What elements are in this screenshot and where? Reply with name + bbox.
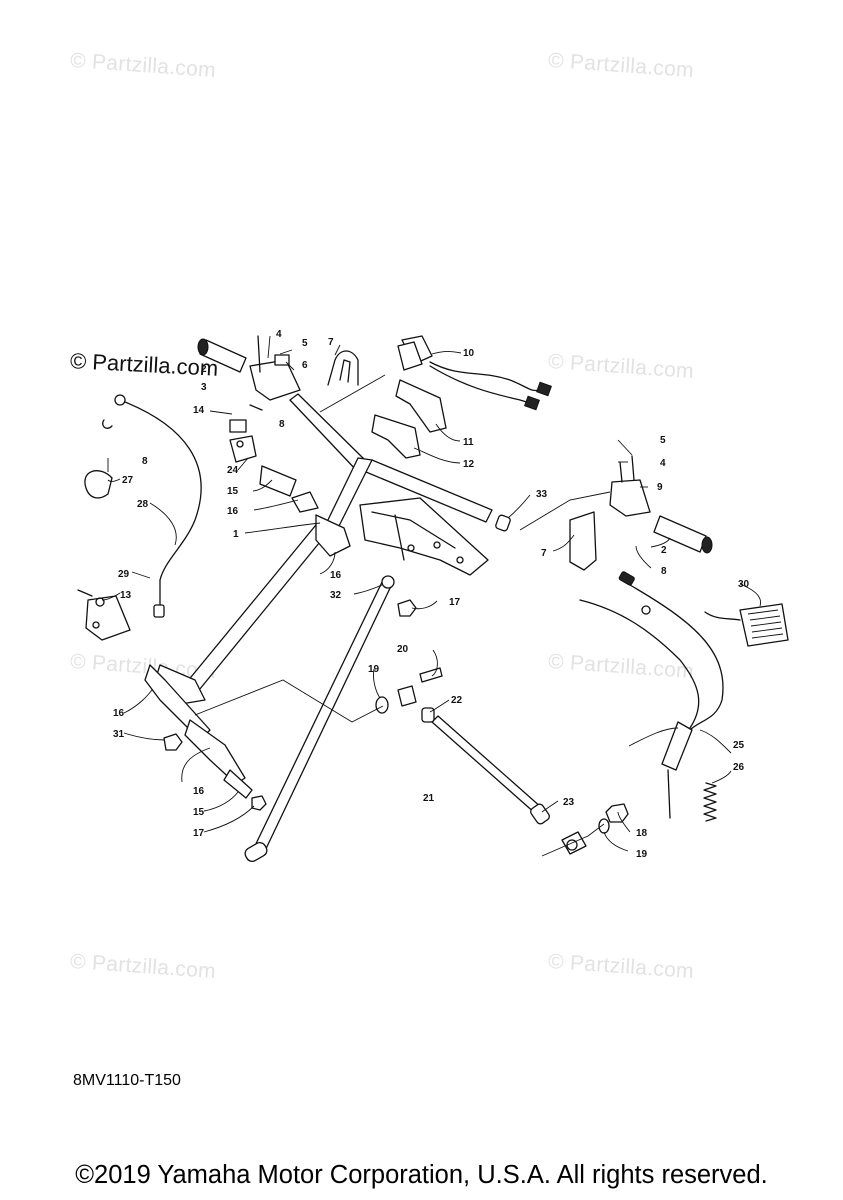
callout-16: 16 [330,570,342,581]
callout-16: 16 [193,786,205,797]
callout-7: 7 [541,548,547,559]
callout-16: 16 [227,506,239,517]
callout-3: 3 [201,382,207,393]
spring-26 [703,782,717,822]
callout-15: 15 [227,486,239,497]
washer-19 [598,818,610,834]
callout-10: 10 [463,348,475,359]
callout-19: 19 [636,849,648,860]
callout-5: 5 [660,435,666,446]
callout-20: 20 [397,644,409,655]
callout-5: 5 [302,338,308,349]
callout-labels: 4 5 6 2 3 7 10 8 11 12 14 8 24 27 15 28 … [113,329,750,860]
callout-1: 1 [233,529,239,540]
nut-18 [605,803,629,823]
callout-28: 28 [137,499,149,510]
callout-8: 8 [279,419,285,430]
bushing-33 [495,514,511,532]
callout-19: 19 [368,664,380,675]
diagram-code: 8MV1110-T150 [73,1072,181,1089]
callout-27: 27 [122,475,134,486]
callout-29: 29 [118,569,130,580]
callout-22: 22 [451,695,463,706]
steering-support-frame [359,497,489,576]
clip-16-upper [291,491,319,513]
leader-lines [101,335,761,857]
pitman-bracket [144,664,253,799]
tie-rod-32 [244,575,395,863]
tie-rod-21 [375,667,587,855]
throttle-switch-bracket [77,589,131,641]
callout-17: 17 [449,597,461,608]
callout-21: 21 [423,793,435,804]
callout-2: 2 [661,545,667,556]
nut-31 [163,733,183,751]
callout-26: 26 [733,762,745,773]
grip-heater-11 [395,379,447,433]
nut-17-upper [397,599,417,617]
grip-heater-12 [371,414,421,459]
callout-25: 25 [733,740,745,751]
callout-14: 14 [193,405,205,416]
callout-7: 7 [328,337,334,348]
right-grip-assembly [609,455,713,554]
callout-23: 23 [563,797,575,808]
cable-clip-7 [327,350,359,386]
callout-8: 8 [661,566,667,577]
heater-pad-30 [704,603,789,647]
clamp-band-27 [84,470,113,499]
callout-30: 30 [738,579,750,590]
callout-32: 32 [330,590,342,601]
callout-33: 33 [536,489,548,500]
callout-24: 24 [227,465,239,476]
callout-6: 6 [302,360,308,371]
callout-4: 4 [660,458,666,469]
callout-13: 13 [120,590,132,601]
left-grip-assembly [197,335,301,433]
callout-17: 17 [193,828,205,839]
throttle-cable-28 [102,394,202,618]
nut-17-lower [251,795,267,811]
clip-24 [229,435,257,463]
callout-2: 2 [201,364,207,375]
callout-18: 18 [636,828,648,839]
callout-11: 11 [463,437,474,448]
callout-15: 15 [193,807,205,818]
hand-warmer-switch-10 [397,335,552,411]
clip-15-upper [259,465,297,497]
copyright-notice: ©2019 Yamaha Motor Corporation, U.S.A. A… [75,1161,768,1189]
callout-12: 12 [463,459,475,470]
callout-9: 9 [657,482,663,493]
throttle-cable-25 [579,571,724,819]
callout-4: 4 [276,329,282,340]
callout-16: 16 [113,708,125,719]
throttle-lever-7 [569,511,597,571]
callout-8: 8 [142,456,148,467]
callout-31: 31 [113,729,125,740]
